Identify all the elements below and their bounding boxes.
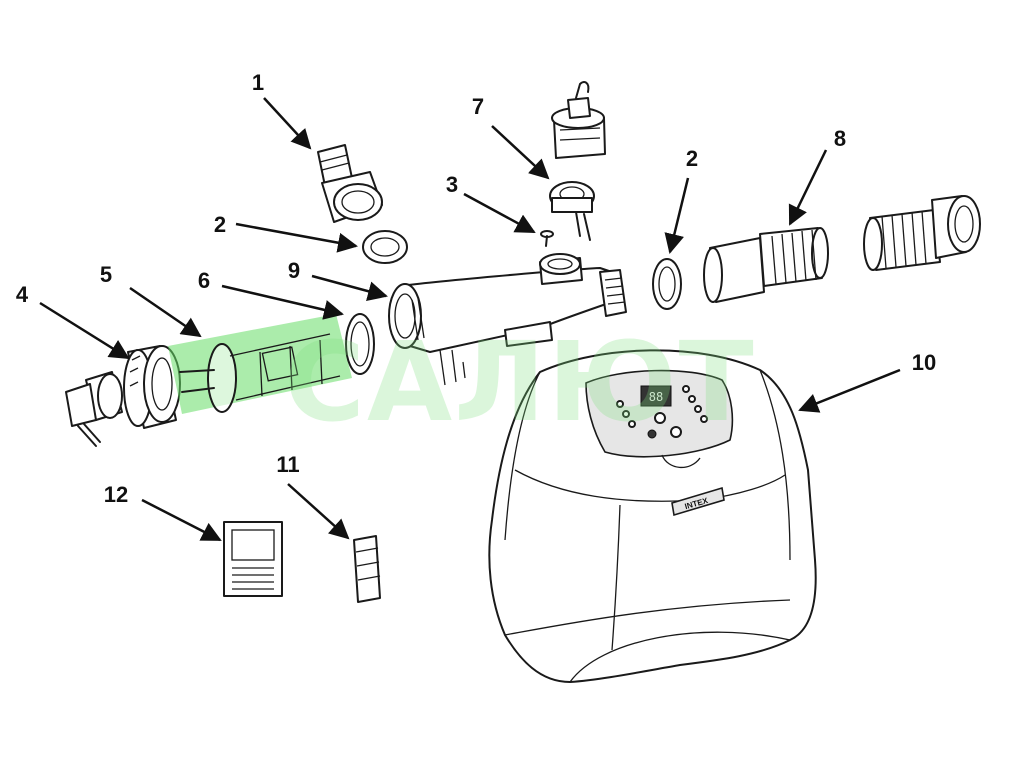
callout-7: 7 [472, 94, 484, 119]
arrow-6 [221, 284, 344, 320]
arrow-11 [287, 483, 350, 540]
select-button-icon [670, 426, 682, 438]
callout-labels: 1 2 2 3 4 5 6 7 8 9 10 11 12 [16, 70, 936, 507]
callout-9: 9 [288, 258, 300, 283]
cell-housing [388, 253, 627, 386]
arrow-5 [129, 286, 202, 338]
callout-12: 12 [104, 482, 128, 507]
callout-3: 3 [446, 172, 458, 197]
seal-ring-left [362, 230, 408, 264]
arrow-9 [311, 274, 388, 301]
union-nut [353, 535, 381, 603]
arrow-1 [263, 97, 312, 150]
watermark: САЛЮТ [284, 318, 755, 446]
callout-2-right: 2 [686, 146, 698, 171]
arrow-2-left [235, 222, 358, 253]
callout-11: 11 [276, 452, 299, 477]
seal-ring-right [652, 258, 682, 310]
end-cap-nut [123, 345, 181, 429]
arrow-10 [798, 368, 901, 413]
callout-10: 10 [912, 350, 936, 375]
callout-8: 8 [834, 126, 846, 151]
electrode-o-ring [345, 313, 375, 375]
hose-connector [317, 144, 383, 223]
control-unit-housing: 88 INTEX [488, 349, 817, 683]
sensor-cap [549, 181, 595, 241]
screw [540, 230, 554, 247]
threaded-connector [703, 227, 829, 303]
threaded-connector-2 [863, 195, 981, 271]
leader-arrows [39, 97, 901, 542]
cell-cap [551, 81, 606, 159]
callout-6: 6 [198, 268, 210, 293]
arrow-7 [491, 125, 550, 180]
callout-2-left: 2 [214, 212, 226, 237]
arrow-12 [141, 498, 222, 542]
arrow-8 [788, 149, 828, 226]
instruction-manual [223, 521, 283, 597]
display-readout: 88 [649, 390, 663, 404]
arrow-3 [463, 192, 536, 234]
panel-indicator-lights [616, 385, 708, 439]
callout-5: 5 [100, 262, 112, 287]
electrode-cell [168, 314, 352, 414]
callout-4: 4 [16, 282, 29, 307]
arrow-4 [39, 301, 130, 360]
cable-plug [65, 371, 123, 447]
power-button-icon [654, 412, 666, 424]
digital-display [640, 385, 672, 407]
callout-1: 1 [252, 70, 264, 95]
arrow-2-right [664, 177, 690, 254]
